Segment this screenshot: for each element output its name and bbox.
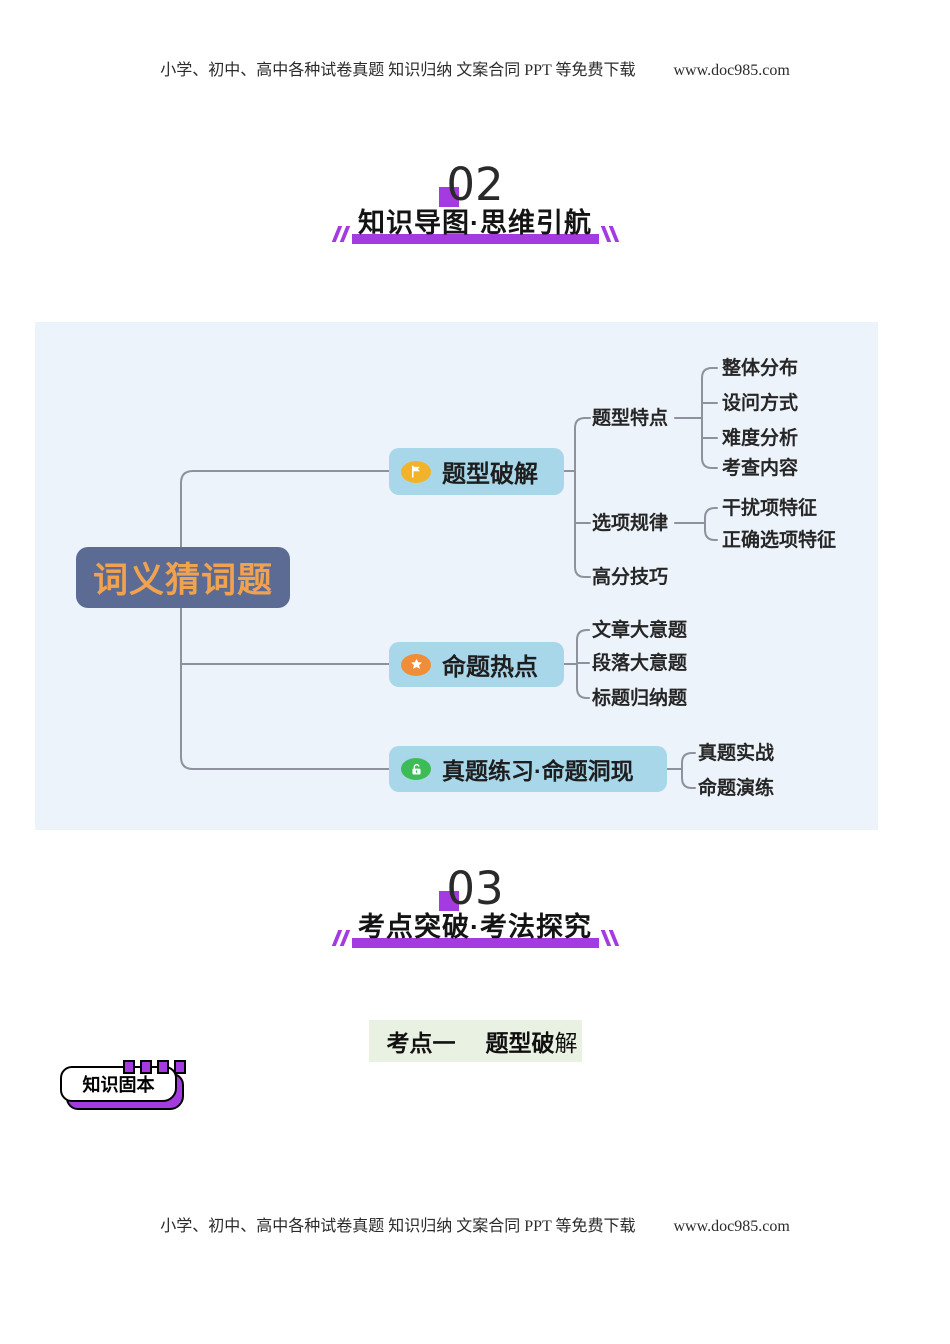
section-03-number: 03 — [439, 866, 504, 912]
leaf-label: 文章大意题 — [592, 620, 688, 641]
root-node-label: 词义猜词题 — [92, 561, 273, 600]
leaf-label: 命题演练 — [698, 778, 775, 799]
badge-squares-icon — [123, 1060, 186, 1074]
section-02-header: 02 知识导图·思维引航 — [0, 162, 950, 244]
header-promo-text: 小学、初中、高中各种试卷真题 知识归纳 文案合同 PPT 等免费下载 — [160, 62, 636, 79]
header-site-url: www.doc985.com — [673, 62, 790, 79]
slash-decoration-icon — [331, 226, 350, 242]
backslash-decoration-icon — [600, 226, 619, 242]
subtopic-question-features: 题型特点 — [592, 408, 669, 429]
badge-label-box: 知识固本 — [60, 1066, 177, 1102]
mindmap-panel: 词义猜词题 题型破解 命题热点 — [35, 322, 878, 830]
mindmap-connectors — [180, 367, 718, 789]
branch-hot-topics: 命题热点 — [389, 642, 564, 687]
leaf-label: 正确选项特征 — [722, 530, 837, 551]
purple-square-icon — [439, 891, 460, 911]
backslash-decoration-icon — [600, 930, 619, 946]
knowledge-base-badge: 知识固本 — [60, 1060, 186, 1110]
topic-title-bold: 题型破 — [485, 1030, 555, 1056]
branch-label: 命题热点 — [442, 654, 538, 681]
leaf-label: 难度分析 — [722, 428, 799, 449]
leaf-label: 干扰项特征 — [722, 498, 818, 519]
slash-decoration-icon — [331, 930, 350, 946]
leaf-label: 整体分布 — [722, 358, 799, 379]
leaf-label: 考查内容 — [722, 458, 799, 479]
section-03-header: 03 考点突破·考法探究 — [0, 866, 950, 948]
footer-site-url: www.doc985.com — [673, 1218, 790, 1235]
leaf-label: 段落大意题 — [592, 653, 688, 674]
page-footer: 小学、初中、高中各种试卷真题 知识归纳 文案合同 PPT 等免费下载 www.do… — [0, 1212, 950, 1236]
section-03-title: 考点突破·考法探究 — [352, 914, 599, 948]
purple-square-icon — [439, 187, 460, 207]
section-02-number: 02 — [439, 162, 504, 208]
lock-icon — [401, 758, 431, 780]
topic-heading: 考点一 题型破解 — [368, 1020, 582, 1062]
title-underline-bar — [352, 234, 599, 244]
topic-title-light: 解 — [554, 1030, 578, 1056]
flag-icon — [401, 460, 431, 483]
subtopic-option-rules: 选项规律 — [592, 513, 669, 534]
title-underline-bar — [352, 938, 599, 948]
branch-label: 真题练习·命题洞现 — [442, 758, 634, 784]
branch-question-breakdown: 题型破解 — [389, 448, 564, 495]
section-02-title: 知识导图·思维引航 — [352, 210, 599, 244]
topic-prefix: 考点一 — [386, 1030, 456, 1056]
page-header: 小学、初中、高中各种试卷真题 知识归纳 文案合同 PPT 等免费下载 www.do… — [0, 56, 950, 80]
leaf-label: 标题归纳题 — [592, 688, 688, 709]
badge-label: 知识固本 — [82, 1075, 155, 1095]
topic-heading-row: 考点一 题型破解 — [0, 1020, 950, 1062]
star-icon — [401, 653, 431, 676]
subtopic-scoring-tips: 高分技巧 — [592, 567, 669, 588]
leaf-label: 真题实战 — [698, 743, 775, 764]
leaf-label: 设问方式 — [722, 393, 799, 414]
root-node: 词义猜词题 — [76, 547, 290, 608]
footer-promo-text: 小学、初中、高中各种试卷真题 知识归纳 文案合同 PPT 等免费下载 — [160, 1218, 636, 1235]
branch-label: 题型破解 — [442, 461, 538, 488]
branch-real-question-practice: 真题练习·命题洞现 — [389, 746, 667, 792]
